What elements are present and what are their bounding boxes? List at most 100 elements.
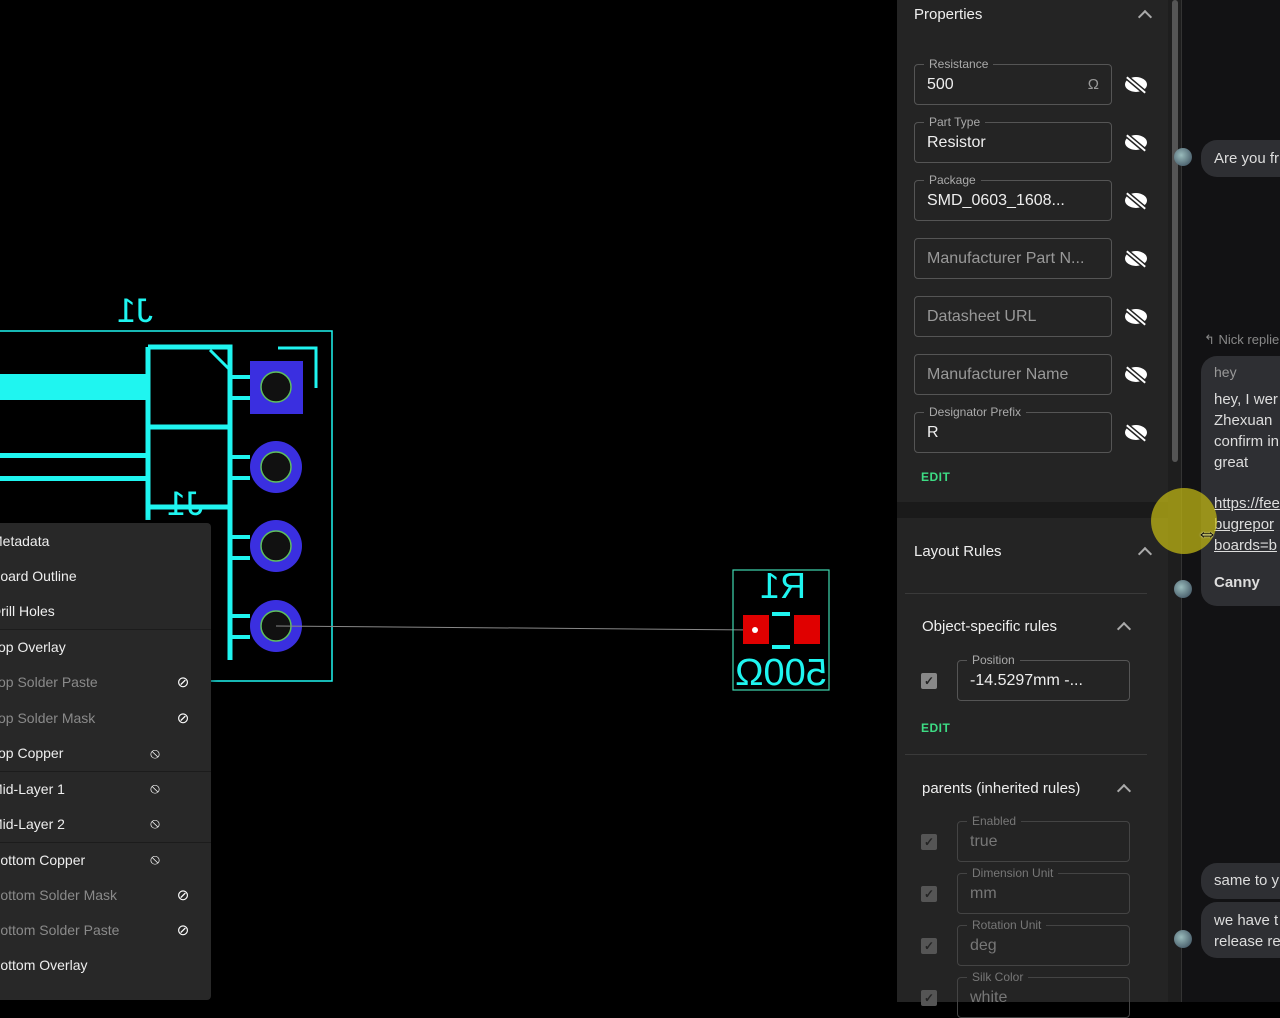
rule-checkbox[interactable]: ✓ bbox=[921, 937, 937, 954]
inherited-rule-row: ✓ Rotation Unit deg bbox=[921, 918, 1130, 966]
chat-message: we have t release re bbox=[1201, 902, 1280, 958]
drop-off-icon[interactable]: ⦸ bbox=[150, 851, 160, 869]
properties-edit-button[interactable]: EDIT bbox=[921, 470, 951, 484]
connector-body bbox=[145, 344, 233, 660]
chevron-up-icon[interactable] bbox=[1137, 9, 1153, 25]
property-row: Datasheet URL bbox=[914, 296, 1147, 337]
resistor-silk bbox=[772, 645, 790, 649]
position-field[interactable]: Position -14.5297mm -... bbox=[957, 653, 1130, 701]
drop-off-icon[interactable]: ⦸ bbox=[150, 815, 160, 833]
chevron-up-icon[interactable] bbox=[1116, 621, 1132, 637]
property-field[interactable]: Manufacturer Name bbox=[914, 354, 1112, 395]
avatar bbox=[1174, 148, 1192, 166]
properties-title: Properties bbox=[914, 6, 983, 23]
layer-label: Board Outline bbox=[0, 568, 77, 585]
layer-item[interactable]: Metadata bbox=[0, 523, 211, 558]
rules-edit-button[interactable]: EDIT bbox=[921, 721, 951, 735]
drop-off-icon[interactable]: ⦸ bbox=[150, 780, 160, 798]
message-link[interactable]: boards=b bbox=[1214, 537, 1277, 554]
scrollbar-thumb[interactable] bbox=[1172, 0, 1178, 462]
link-preview-title[interactable]: Canny bbox=[1214, 574, 1260, 591]
drop-off-icon[interactable]: ⦸ bbox=[150, 744, 160, 762]
layer-item[interactable]: Bottom Solder Paste ⊘ bbox=[0, 912, 211, 947]
chevron-up-icon[interactable] bbox=[1116, 783, 1132, 799]
layer-item[interactable]: Bottom Copper⦸ bbox=[0, 841, 211, 877]
layer-label: Bottom Overlay bbox=[0, 957, 88, 974]
layout-rules-title: Layout Rules bbox=[914, 543, 1002, 560]
layer-label: Top Solder Paste bbox=[0, 674, 98, 691]
eye-off-icon[interactable] bbox=[1125, 364, 1147, 386]
layer-item[interactable]: Drill Holes bbox=[0, 594, 211, 629]
resize-cursor-icon: ⇔ bbox=[1196, 520, 1218, 545]
rule-checkbox[interactable]: ✓ bbox=[921, 885, 937, 902]
unit-label: Ω bbox=[1087, 76, 1099, 93]
eye-off-icon[interactable] bbox=[1125, 248, 1147, 270]
connector-designator: J1 bbox=[117, 292, 153, 330]
field-value: R bbox=[927, 423, 939, 441]
eye-off-icon[interactable]: ⊘ bbox=[176, 921, 190, 939]
layer-item[interactable]: Top Solder Paste ⊘ bbox=[0, 665, 211, 700]
eye-off-icon[interactable]: ⊘ bbox=[176, 886, 190, 904]
property-field[interactable]: Manufacturer Part N... bbox=[914, 238, 1112, 279]
message-link[interactable]: bugrepor bbox=[1214, 516, 1275, 533]
layer-item[interactable]: Bottom Solder Mask ⊘ bbox=[0, 877, 211, 912]
layer-label: Bottom Solder Paste bbox=[0, 921, 120, 938]
field-value: Manufacturer Name bbox=[927, 365, 1069, 383]
layer-item[interactable]: Top Overlay bbox=[0, 629, 211, 664]
eye-off-icon[interactable] bbox=[1125, 306, 1147, 328]
eye-off-icon[interactable] bbox=[1125, 422, 1147, 444]
eye-off-icon[interactable] bbox=[1125, 132, 1147, 154]
rule-field: Rotation Unit deg bbox=[957, 918, 1130, 966]
property-row: Manufacturer Name bbox=[914, 354, 1147, 395]
pcb-drawing[interactable] bbox=[0, 0, 897, 1002]
field-value: Resistor bbox=[927, 133, 986, 151]
layer-label: Bottom Solder Mask bbox=[0, 886, 118, 903]
layer-item[interactable]: Mid-Layer 1 ⦸ bbox=[0, 770, 211, 806]
rule-checkbox[interactable]: ✓ bbox=[921, 989, 937, 1006]
layer-item[interactable]: Top Solder Mask⊘ bbox=[0, 700, 211, 735]
message-line: hey, I wer bbox=[1214, 391, 1278, 408]
eye-off-icon[interactable]: ⊘ bbox=[176, 674, 190, 692]
inherited-rules-header[interactable]: parents (inherited rules) bbox=[905, 780, 1147, 799]
layer-item[interactable]: Bottom Overlay bbox=[0, 948, 211, 983]
message-line: Zhexuan bbox=[1214, 412, 1273, 429]
object-rules-header[interactable]: Object-specific rules bbox=[905, 618, 1147, 637]
position-checkbox[interactable]: ✓ bbox=[921, 672, 937, 689]
drill-holes bbox=[260, 371, 292, 642]
rule-checkbox[interactable]: ✓ bbox=[921, 833, 937, 850]
message-line: confirm in bbox=[1214, 433, 1280, 450]
properties-header[interactable]: Properties bbox=[897, 6, 1168, 25]
field-value: Manufacturer Part N... bbox=[927, 249, 1085, 267]
layer-menu: MetadataBoard OutlineDrill HolesTop Over… bbox=[0, 523, 211, 1000]
layer-label: Mid-Layer 1 bbox=[0, 780, 65, 797]
connector-trace-thick bbox=[0, 374, 148, 400]
field-label: Part Type bbox=[924, 115, 986, 129]
property-field[interactable]: Datasheet URL bbox=[914, 296, 1112, 337]
ratsnest-endpoint bbox=[752, 627, 758, 633]
layer-item[interactable]: Mid-Layer 2⦸ bbox=[0, 806, 211, 841]
trace bbox=[0, 453, 148, 458]
layer-item[interactable]: Top Copper⦸ bbox=[0, 735, 211, 770]
layer-item[interactable]: Board Outline bbox=[0, 558, 211, 593]
field-label: Rotation Unit bbox=[967, 918, 1047, 932]
field-value: 500 bbox=[927, 75, 954, 93]
chevron-up-icon[interactable] bbox=[1137, 546, 1153, 562]
field-value: deg bbox=[970, 936, 997, 954]
position-label: Position bbox=[967, 653, 1020, 667]
eye-off-icon[interactable] bbox=[1125, 190, 1147, 212]
section-divider bbox=[897, 502, 1168, 518]
eye-off-icon[interactable]: ⊘ bbox=[176, 709, 190, 727]
message-link[interactable]: https://fee bbox=[1214, 495, 1280, 512]
eye-off-icon[interactable] bbox=[1125, 74, 1147, 96]
layout-rules-header[interactable]: Layout Rules bbox=[897, 543, 1168, 562]
